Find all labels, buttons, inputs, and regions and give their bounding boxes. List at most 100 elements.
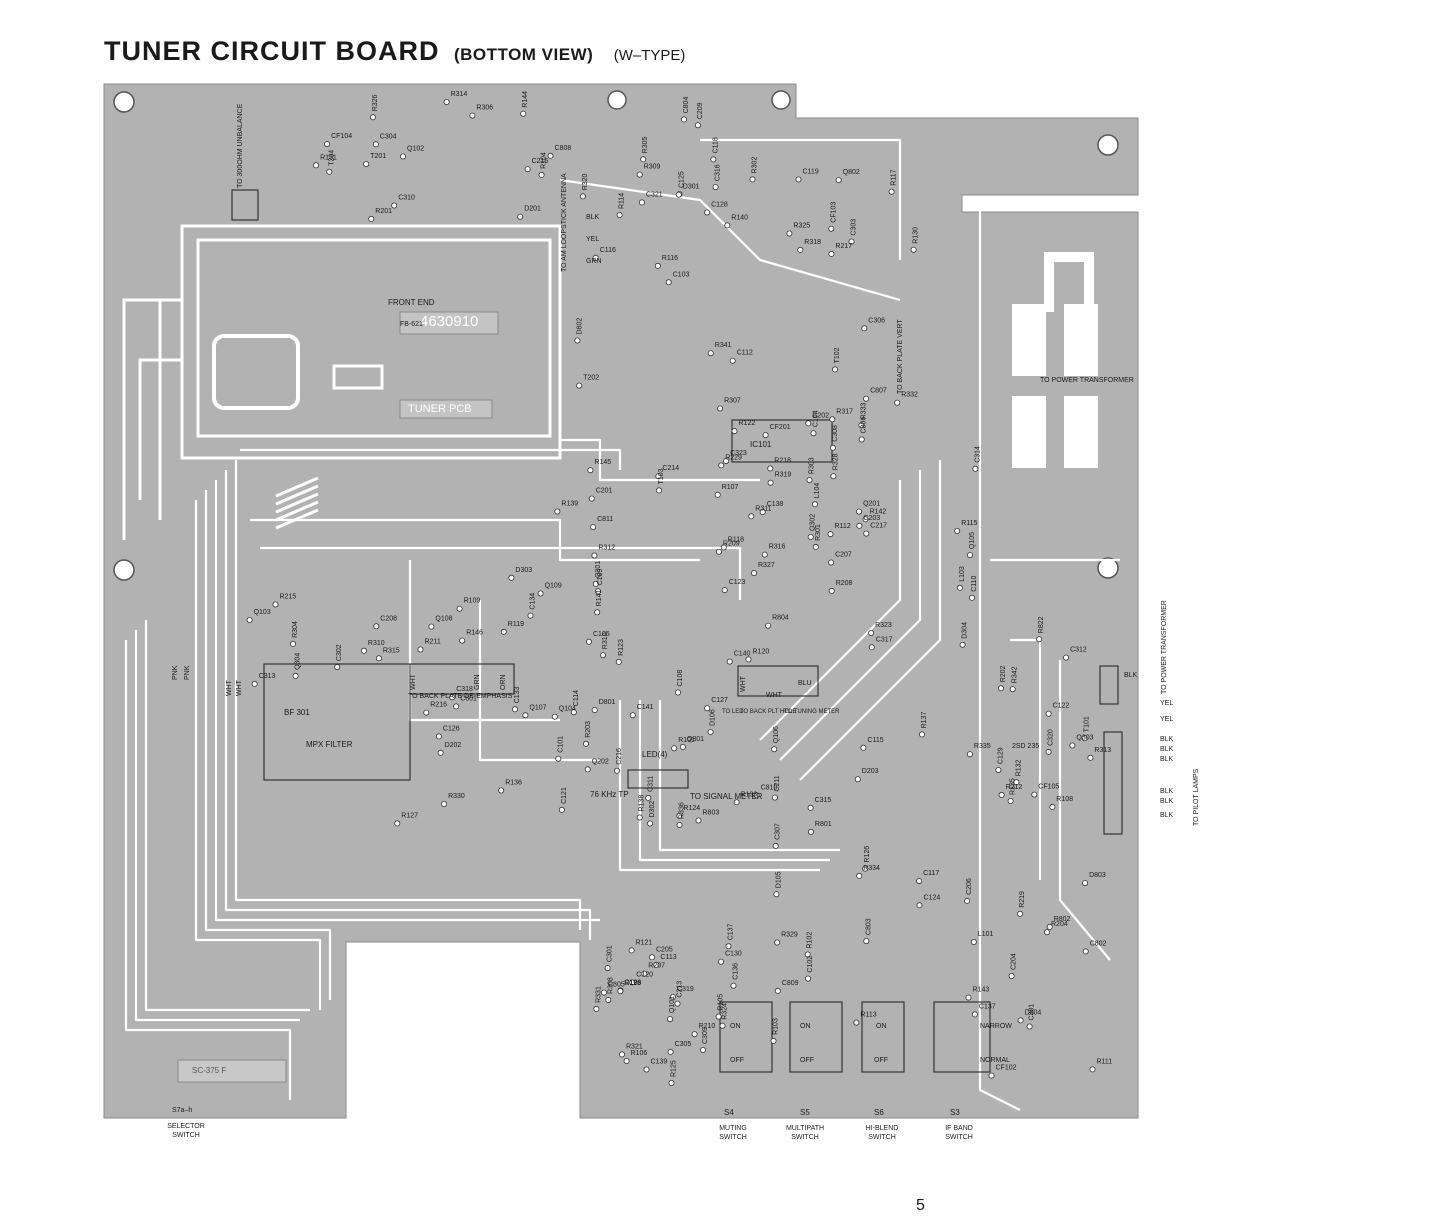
tuner-pcb-box [399,399,493,419]
ic-label: IC101 [750,440,772,449]
solder-pad [804,951,811,958]
solder-pad [717,405,724,412]
solder-pad [649,954,656,961]
component-label-c118: C118 [712,137,719,153]
component-label-c115: C115 [867,737,883,744]
solder-pad [441,801,448,808]
solder-pad [600,652,607,659]
solder-pad [469,112,476,119]
component-label-cf104: CF104 [331,133,352,140]
wire-label-blk-4: BLK [1160,756,1174,763]
component-label-q302: Q302 [810,514,817,531]
component-label-r803: R803 [703,810,720,817]
solder-pad [437,749,444,756]
solder-pad [675,689,682,696]
component-label-c303: C303 [851,219,858,236]
component-label-c136: C136 [733,963,740,980]
solder-pad [863,395,870,402]
component-label-r135: R135 [1010,778,1017,795]
solder-pad [675,191,682,198]
component-label-c310: C310 [398,195,415,202]
component-label-c137: C137 [979,1003,996,1010]
component-label-r133: R133 [741,791,758,798]
solder-pad [959,641,966,648]
transistor-2sd235: 2SD 235 [1012,743,1040,750]
solder-pad [676,822,683,829]
solder-pad [786,230,793,237]
solder-pad [888,188,895,195]
solder-pad [710,156,717,163]
to-led: TO LED [722,709,744,715]
component-label-r320: R320 [582,173,589,190]
component-label-c802: C802 [1090,940,1107,947]
component-label-r308: R308 [607,977,614,994]
component-label-r325: R325 [793,223,810,230]
solder-pad [1045,710,1052,717]
component-label-c127: C127 [711,697,728,704]
component-label-r306: R306 [476,105,493,112]
solder-pad [856,508,863,515]
component-label-c302: C302 [336,644,343,661]
component-label-c207: C207 [835,552,852,559]
solder-pad [715,548,722,555]
side-wire-blk: BLK [586,214,600,221]
tag-grn: GRN [474,674,481,690]
solder-pad [828,250,835,257]
component-label-c211: C211 [774,775,781,791]
solder-pad [1026,1023,1033,1030]
solder-pad [998,685,1005,692]
solder-pad [373,623,380,630]
solder-pad [868,644,875,651]
component-label-c204: C204 [1011,953,1018,970]
component-label-r126: R126 [864,846,871,863]
solder-pad [629,979,636,986]
solder-pad [695,817,702,824]
component-label-r315: R315 [383,647,400,654]
solder-pad [1036,636,1043,643]
component-label-r309: R309 [644,164,661,171]
solder-pad [1007,798,1014,805]
hiblend-switch-code: S6 [874,1108,884,1117]
solder-pad [694,122,701,129]
component-label-d804: D804 [1025,1009,1042,1016]
component-label-d203: D203 [862,768,879,775]
component-label-r125: R125 [671,1060,678,1077]
solder-pad [586,638,593,645]
solder-pad [623,1058,630,1065]
solder-pad [246,617,253,624]
solder-pad [770,1037,777,1044]
component-label-c129: C129 [997,747,1004,764]
component-label-r121: R121 [636,939,653,946]
component-label-q101: Q101 [669,996,676,1013]
component-label-c104: C104 [813,410,820,427]
component-label-c807: C807 [870,388,887,395]
solder-pad [858,436,865,443]
solder-pad [1082,880,1089,887]
wire-label-blk-6: BLK [1160,798,1174,805]
side-wire-yel: YEL [586,236,600,243]
component-label-d301: D301 [683,184,700,191]
solder-pad [590,524,597,531]
solder-pad [638,199,645,206]
solder-pad [527,612,534,619]
solder-pad [724,222,731,229]
component-label-r131: R131 [320,154,337,161]
solder-pad [363,161,370,168]
solder-pad [995,767,1002,774]
solder-pad [629,712,636,719]
solder-pad [394,820,401,827]
solder-pad [700,1047,707,1054]
component-label-c102: C102 [807,956,814,973]
solder-pad [868,630,875,637]
solder-pad [707,350,714,357]
component-label-r119: R119 [508,621,524,628]
component-label-t204: T204 [328,150,335,166]
tuner-pcb-label: TUNER PCB [408,403,472,415]
solder-pad [459,637,466,644]
component-label-r324: R324 [722,1003,729,1020]
component-label-t201: T201 [370,153,386,160]
solder-pad [731,428,738,435]
solder-pad [964,897,971,904]
component-label-q802: Q802 [843,169,860,176]
component-label-r130: R130 [913,227,920,244]
